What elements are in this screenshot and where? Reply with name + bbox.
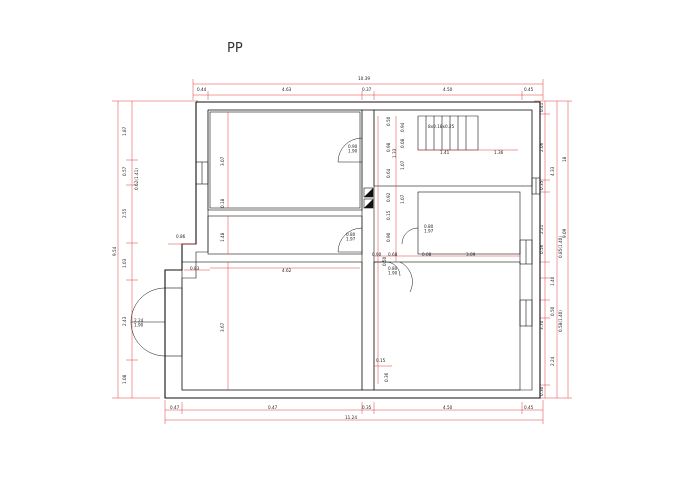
left-dimension-chain: 1.87 0.57 0.62(1.41) 2.55 1.03 2.43 1.08… [112,100,198,399]
core-dim-9: 1.07 [400,194,405,204]
bottom-dim-3: 0.35 [362,405,372,410]
core-dim-8: 0.92 [386,192,391,202]
left-dim-3: 2.55 [122,208,127,218]
core-dim-2: 0.94 [400,122,405,132]
room-lower-right [373,261,521,391]
service-shafts [363,187,374,209]
right-extra-3: 0.58(1.40) [558,310,563,332]
top-overall-dim: 10.39 [358,76,370,81]
windows [195,161,541,327]
stair-room [373,109,533,187]
stair-label: 8x0.18x0.25 [428,124,455,129]
core-dim-7: 0.64 [386,168,391,178]
bottom-dim-5: 0.45 [524,405,534,410]
room2-width-dim: 4.62 [282,268,292,273]
core-dim-1: 0.50 [386,116,391,126]
right-dim-5: 0.56 [539,244,544,254]
stair-dim-a: 1.41 [440,150,450,155]
bottom-dim-1: 0.47 [170,405,180,410]
right-dim-7: 0.50 [550,306,555,316]
plan-title: PP [227,41,243,56]
core-dim-15: 3.09 [466,252,476,257]
right-dim-8: 3.70 [539,320,544,330]
core-dim-13: 0.68 [388,252,398,257]
core-dim-5: 1.33 [392,148,397,158]
right-dim-10: 0.30 [539,386,544,396]
staircase: 8x0.18x0.25 1.41 1.36 [417,115,518,155]
core-dim-10: 0.15 [386,210,391,220]
left-dim-1: 1.87 [122,126,127,136]
top-dim-2: 4.63 [282,87,292,92]
bottom-dim-4: 4.50 [443,405,453,410]
left-dim-6: 1.08 [122,374,127,384]
right-dim-1: 0.41 [539,102,544,112]
room2-height-dim: 3.67 [220,322,225,332]
right-extra-1: 4.33 [550,166,555,176]
core-dim-12: 0.90 [372,252,382,257]
core-dim-18: 0.36 [384,372,389,382]
core-dim-3: 0.98 [386,142,391,152]
core-dim-17: 0.15 [376,358,386,363]
core-dim-4: 0.08 [400,138,405,148]
bottom-dim-2: 0.47 [268,405,278,410]
top-dim-4: 4.50 [443,87,453,92]
right-total-1: 18 [562,156,567,162]
stair-dim-b: 1.36 [494,150,504,155]
room-right-middle [417,191,521,255]
room1-gap-dim: 0.18 [220,198,225,208]
top-dim-1: 0.44 [197,87,207,92]
top-dim-3: 0.37 [362,87,372,92]
room1-height-dim: 3.07 [220,156,225,166]
right-dim-6: 1.40 [550,276,555,286]
room-main-left [181,261,363,391]
left-overall-dim: 9.54 [112,246,117,256]
left-dim-4: 1.03 [122,258,127,268]
room-upper-left [207,109,363,211]
core-dim-16: 0.50 [382,256,387,266]
right-dim-2: 2.06 [539,142,544,152]
room-lower-left [207,215,363,255]
bottom-dimension-chain: 0.47 0.47 0.35 4.50 0.45 11.24 [164,400,544,424]
top-dim-5: 0.45 [524,87,534,92]
top-dimension-chain: 10.39 0.44 4.63 0.37 4.50 0.45 [192,76,544,100]
right-dim-3: 0.35 [539,180,544,190]
room1-lower-dim: 1.48 [220,232,225,242]
left-dim-2: 0.57 [122,166,127,176]
right-dim-9: 2.24 [550,356,555,366]
core-column [361,109,375,391]
left-dim-5: 2.43 [122,316,127,326]
right-dimension-chain: 0.41 2.06 0.35 2.21 0.56 1.40 0.50 3.70 … [534,100,572,399]
doors [337,137,419,293]
side-step-dim: 0.86 [176,234,186,239]
left-dim-extra: 0.62(1.41) [134,168,139,190]
core-dim-11: 0.90 [386,232,391,242]
right-extra-2: 0.85(1.40) [558,236,563,258]
right-total-2: 9.09 [562,228,567,238]
core-dim-6: 1.07 [400,160,405,170]
bottom-overall-dim: 11.24 [345,415,357,420]
core-dim-14: 0.08 [422,252,432,257]
right-dim-4: 2.21 [539,224,544,234]
room2-offset-dim: 0.83 [190,266,200,271]
